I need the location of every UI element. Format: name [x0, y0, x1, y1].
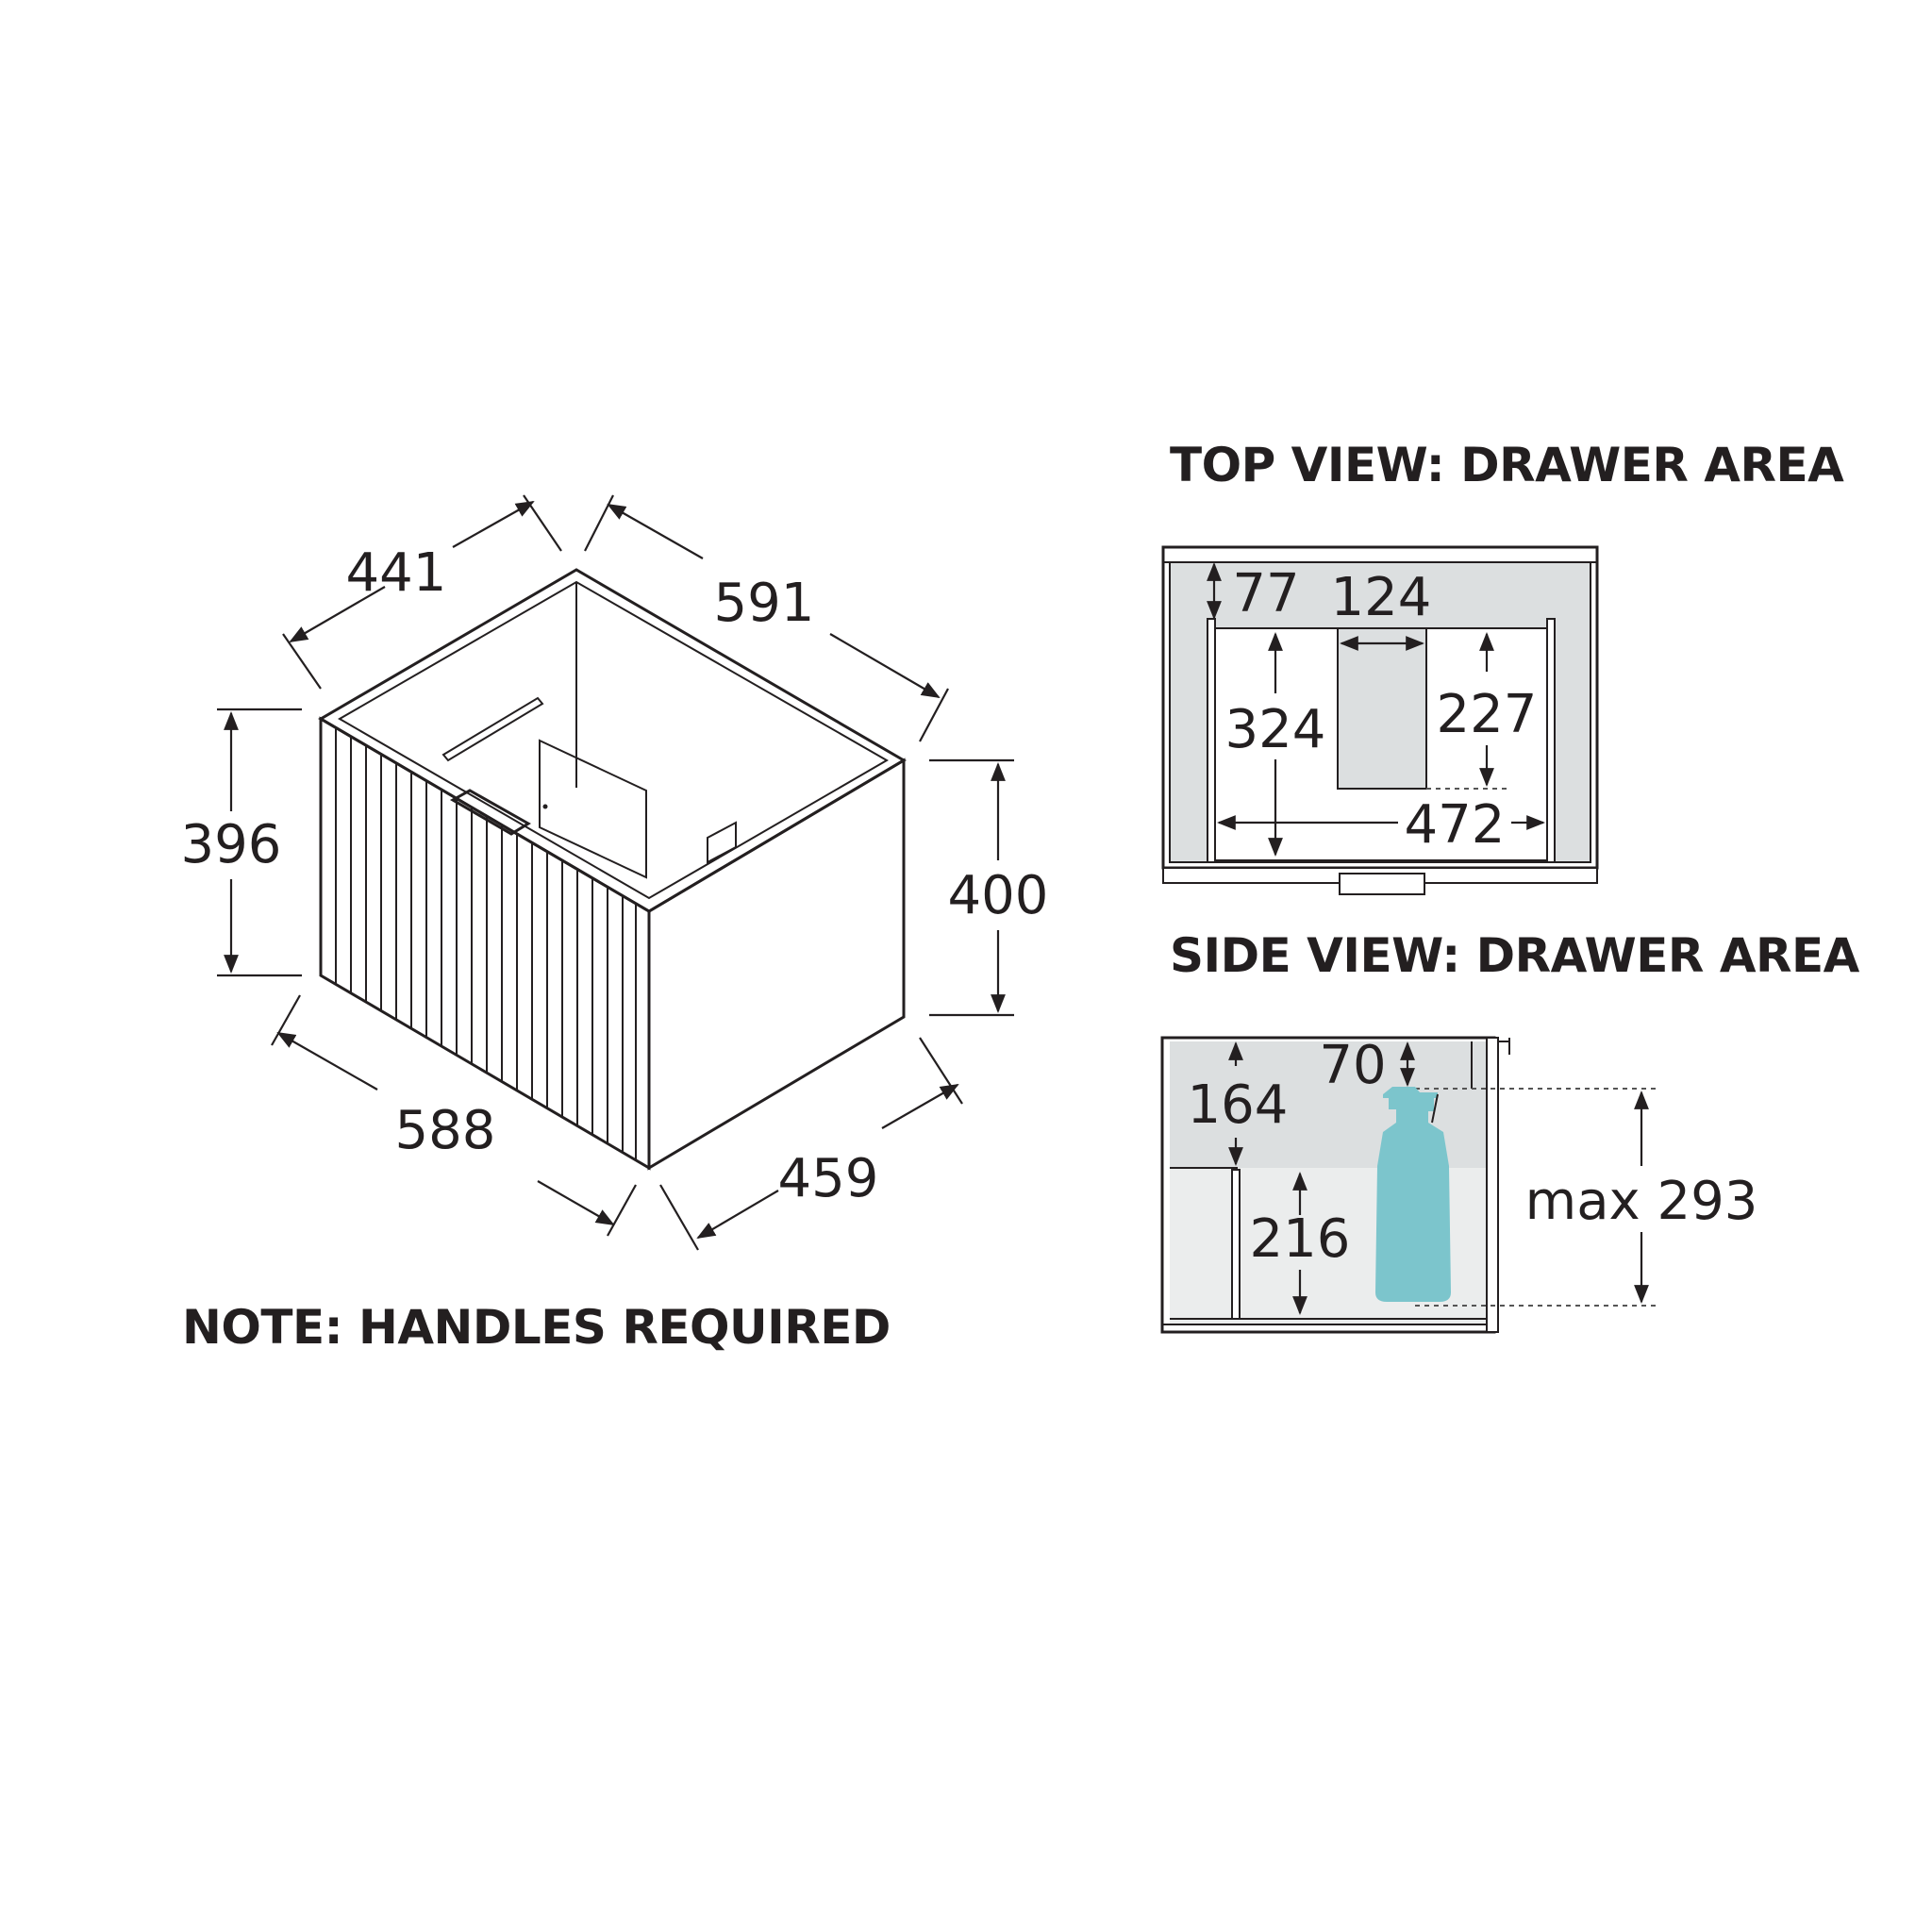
dim-77-label: 77	[1232, 563, 1299, 625]
dim-max-293: max 293	[1525, 1091, 1758, 1304]
front-fluting	[335, 728, 637, 1160]
dim-164-label: 164	[1188, 1074, 1289, 1136]
note-handles-required: NOTE: HANDLES REQUIRED	[182, 1300, 891, 1355]
top-view-heading: TOP VIEW: DRAWER AREA	[1170, 438, 1844, 492]
dim-441-label: 441	[346, 542, 447, 604]
dim-124: 124	[1331, 567, 1432, 651]
handle-cutout	[449, 789, 531, 836]
dim-459-label: 459	[778, 1148, 879, 1209]
cabinet-isometric	[318, 568, 907, 1171]
side-view-heading: SIDE VIEW: DRAWER AREA	[1170, 928, 1860, 983]
dim-227: 227	[1437, 632, 1538, 787]
dim-124-label: 124	[1331, 567, 1432, 628]
dim-472-label: 472	[1405, 794, 1506, 856]
dim-400-label: 400	[948, 865, 1049, 926]
dim-70: 70	[1319, 1035, 1415, 1096]
dim-591-label: 591	[714, 573, 815, 634]
dim-400: 400	[929, 758, 1049, 1017]
dim-70-label: 70	[1319, 1035, 1386, 1096]
dim-472: 472	[1217, 794, 1545, 856]
dim-324: 324	[1225, 632, 1326, 857]
dim-164: 164	[1188, 1041, 1289, 1166]
dim-441: 441	[282, 494, 562, 690]
dim-227-label: 227	[1437, 684, 1538, 745]
dim-588-label: 588	[395, 1100, 496, 1161]
dim-591: 591	[584, 494, 949, 742]
dim-216-label: 216	[1250, 1208, 1351, 1270]
dim-396: 396	[181, 708, 302, 977]
dim-max-293-label: max 293	[1525, 1171, 1758, 1232]
dim-459: 459	[659, 1037, 963, 1251]
dim-396-label: 396	[181, 814, 282, 875]
dim-77: 77	[1207, 562, 1300, 625]
soap-bottle-icon	[1375, 1087, 1451, 1302]
dim-216: 216	[1250, 1172, 1351, 1315]
top-view-drawing	[1161, 545, 1599, 895]
dim-588: 588	[271, 994, 637, 1237]
dim-324-label: 324	[1225, 699, 1326, 760]
